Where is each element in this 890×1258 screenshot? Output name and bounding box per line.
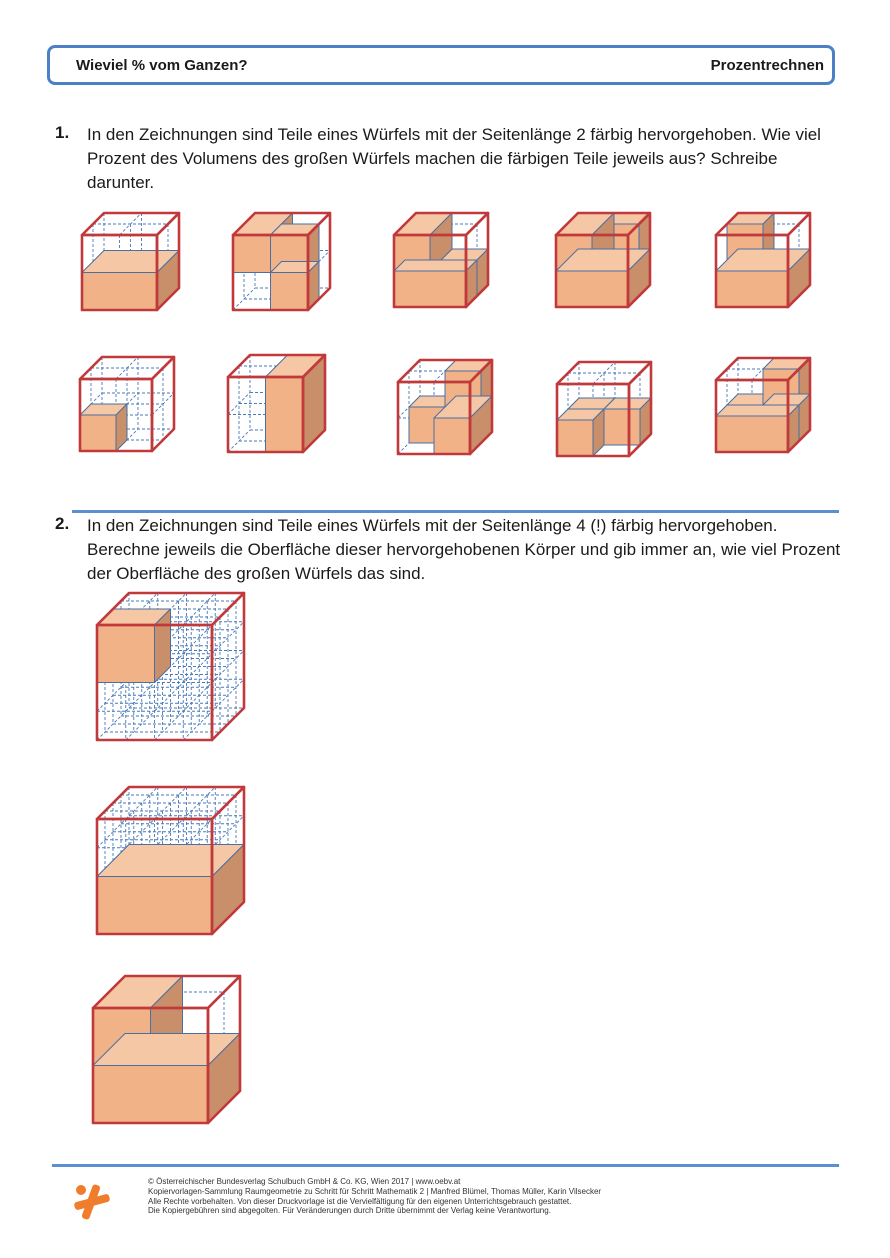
cube-2-1 [78,355,176,453]
cube-3-1 [95,591,246,742]
footer-divider [52,1164,839,1167]
cube-2-2 [226,353,327,454]
worksheet-topic: Prozentrechnen [710,56,824,74]
footer-line-3: Alle Rechte vorbehalten. Von dieser Druc… [148,1196,572,1206]
task-text: In den Zeichnungen sind Teile eines Würf… [87,516,841,583]
footer-line-4: Die Kopiergebühren sind abgegolten. Für … [148,1206,551,1216]
task-text: In den Zeichnungen sind Teile eines Würf… [87,125,821,192]
cube-2-3 [396,358,494,456]
cube-2-4 [555,360,653,458]
cube-2-5 [714,356,812,454]
cube-1-2 [231,211,332,312]
cube-3-3 [91,974,242,1125]
header-box: Wieviel % vom Ganzen? Prozentrechnen [47,45,835,85]
footer-line-2: Kopiervorlagen-Sammlung Raumgeometrie zu… [148,1186,602,1196]
publisher-logo-icon [72,1182,112,1222]
cube-3-2 [95,785,246,936]
footer-line-1: © Österreichischer Bundesverlag Schulbuc… [148,1177,461,1186]
cube-1-5 [714,211,812,309]
task-number: 1. [55,123,70,142]
worksheet-title: Wieviel % vom Ganzen? [76,56,248,74]
divider-line [72,510,839,513]
footer-copyright: © Österreichischer Bundesverlag Schulbuc… [148,1177,601,1216]
task-number: 2. [55,514,70,533]
cube-1-3 [392,211,490,309]
cube-1-1 [80,211,181,312]
cube-1-4 [554,211,652,309]
